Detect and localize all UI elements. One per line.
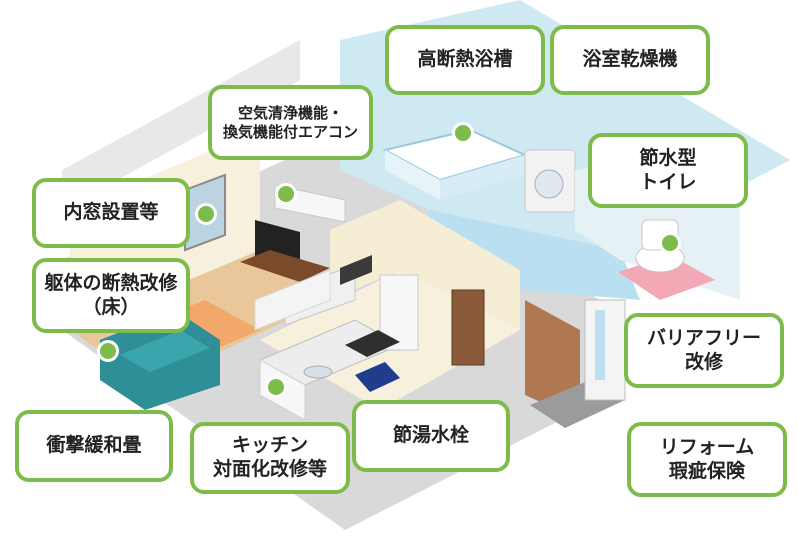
dining-chair	[355, 362, 400, 392]
callout-floor-insulation: 躯体の断熱改修 （床）	[32, 258, 190, 333]
callout-bathtub: 高断熱浴槽	[385, 25, 545, 95]
tv-stand	[240, 250, 330, 282]
callout-barrier-free: バリアフリー 改修	[624, 313, 784, 388]
callout-faucet: 節湯水栓	[352, 400, 510, 472]
callout-water-saving-toilet: 節水型 トイレ	[588, 133, 748, 208]
washing-machine-door	[534, 169, 564, 199]
marker-floor-insulation	[97, 340, 119, 362]
entrance-door-glass	[595, 310, 605, 380]
callout-kitchen: キッチン 対面化改修等	[190, 422, 350, 494]
marker-bathtub	[452, 122, 474, 144]
callout-aircon: 空気清浄機能・ 換気機能付エアコン	[208, 85, 373, 160]
bathroom-floor	[420, 210, 640, 300]
marker-inner-window	[195, 203, 217, 225]
range-hood	[340, 255, 372, 285]
callout-inner-window: 内窓設置等	[32, 178, 190, 248]
stove	[345, 330, 400, 357]
marker-toilet	[659, 232, 681, 254]
partition-wall	[254, 269, 331, 331]
left-outer-wall	[62, 40, 300, 210]
bathtub-front	[440, 155, 525, 200]
hallway-door	[451, 289, 485, 366]
bathtub-side	[385, 150, 440, 200]
callout-tatami: 衝撃緩和畳	[15, 410, 173, 482]
callout-warranty: リフォーム 瑕疵保険	[627, 422, 787, 497]
kitchen-sink	[303, 365, 333, 379]
marker-kitchen	[265, 376, 287, 398]
marker-aircon	[275, 183, 297, 205]
sofa-seat	[120, 330, 210, 372]
callout-bathroom-dryer: 浴室乾燥機	[550, 25, 710, 95]
